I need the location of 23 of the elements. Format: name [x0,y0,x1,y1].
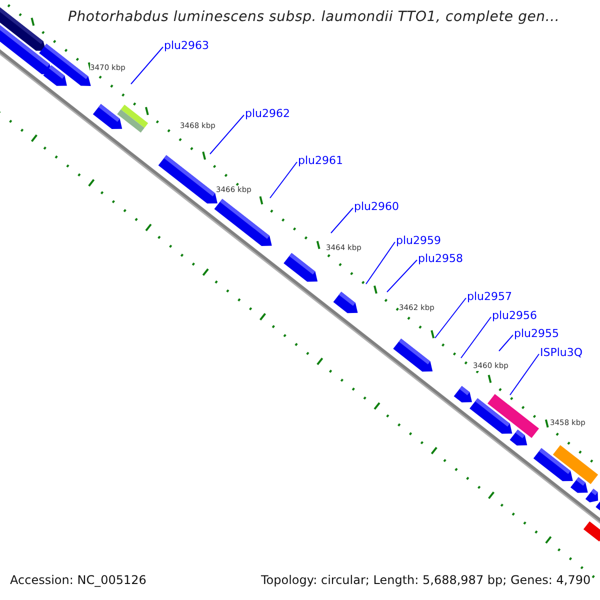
gene-label: plu2963 [164,40,210,53]
gene-label: plu2959 [396,235,442,248]
gene-label: ISPlu3Q [540,347,583,360]
gene-label: plu2955 [514,328,560,341]
leader-line [386,260,418,292]
leader-line [270,162,298,198]
gene-label: plu2961 [298,155,344,168]
leader-line [130,46,164,84]
leader-line [460,316,492,358]
gene-label: plu2957 [467,291,512,304]
gene-label: plu2958 [418,253,464,266]
leader-line [498,334,514,352]
leader-line [330,208,354,234]
leader-line [510,354,540,396]
leader-line [210,114,244,154]
footer-text: Topology: circular; Length: 5,688,987 bp; Genes: 4,790 [261,574,591,588]
leader-line [366,242,396,284]
gene-label: plu2956 [492,310,538,323]
leader-line [434,298,466,338]
gene-label: plu2960 [354,201,400,214]
gene-label: plu2962 [245,108,290,121]
footer-text: Accession: NC_005126 [10,574,146,588]
map-title: Photorhabdus luminescens subsp. laumondii TTO1, complete gen... [68,9,560,26]
